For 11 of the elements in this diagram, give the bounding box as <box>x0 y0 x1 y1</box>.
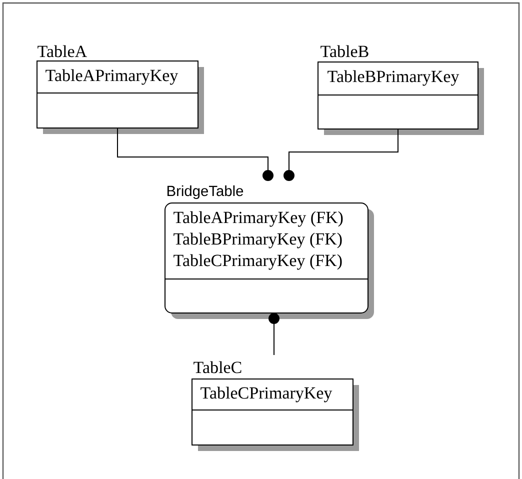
entity-box: TableAPrimaryKey <box>36 60 204 134</box>
entity-box: TableBPrimaryKey <box>318 62 484 135</box>
table-name: TableA <box>38 45 87 58</box>
entity-box: TableCPrimaryKey <box>192 378 359 451</box>
connector-line <box>117 128 274 181</box>
table-name: BridgeTable <box>167 185 244 200</box>
connector-line <box>268 313 280 356</box>
table-name: TableB <box>320 45 368 58</box>
entity-box: TableAPrimaryKey (FK) TableBPrimaryKey (FK) TableCPrimaryKey (FK) <box>164 202 374 319</box>
table-name: TableC <box>194 361 242 374</box>
connector-line <box>284 128 398 181</box>
